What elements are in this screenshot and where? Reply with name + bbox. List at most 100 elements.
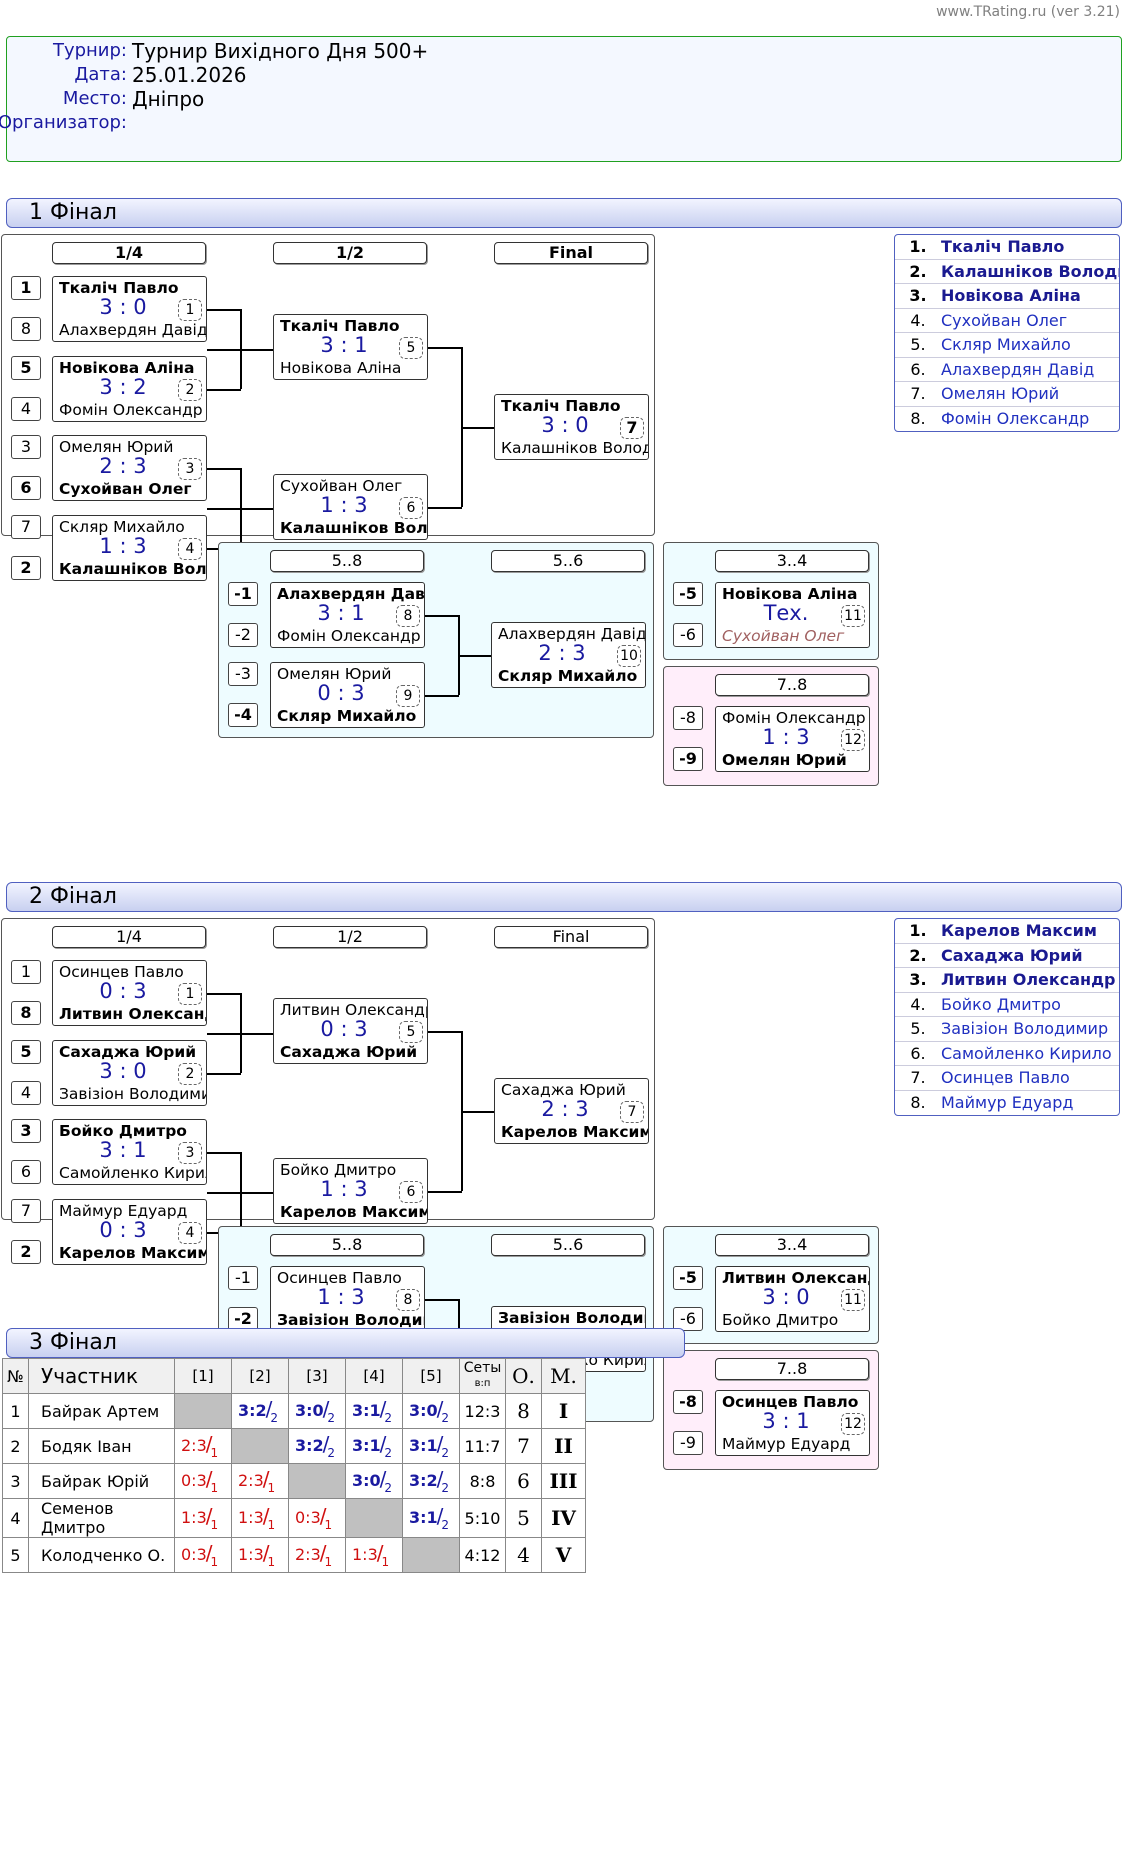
ranking-player-link[interactable]: Фомін Олександр <box>941 408 1090 428</box>
participant-name[interactable]: Байрак Юрій <box>28 1463 175 1499</box>
participant-name[interactable]: Колодченко О. <box>28 1537 175 1573</box>
participant-name[interactable]: Семенов Дмитро <box>28 1498 175 1538</box>
player-2[interactable]: Калашніков Володимир <box>59 560 207 578</box>
result-cell[interactable]: 0:3/1 <box>174 1463 232 1499</box>
player-1[interactable]: Литвин Олександр <box>280 1001 428 1019</box>
ranking-player-link[interactable]: Сахаджа Юрий <box>941 945 1083 965</box>
participant-name[interactable]: Байрак Артем <box>28 1393 175 1429</box>
ranking-player-link[interactable]: Самойленко Кирило <box>941 1043 1112 1063</box>
result-cell[interactable]: 1:3/1 <box>231 1537 289 1573</box>
player-2[interactable]: Карелов Максим <box>501 1123 649 1141</box>
player-2[interactable]: Маймур Едуард <box>722 1435 851 1453</box>
player-1[interactable]: Фомін Олександр <box>722 709 866 727</box>
result-cell[interactable]: 3:1/2 <box>402 1498 460 1538</box>
ranking-player-link[interactable]: Бойко Дмитро <box>941 994 1061 1014</box>
ranking-player-link[interactable]: Сухойван Олег <box>941 310 1068 330</box>
player-2[interactable]: Бойко Дмитро <box>722 1311 839 1329</box>
player-1[interactable]: Алахвердян Давід <box>277 585 425 603</box>
player-1[interactable]: Ткаліч Павло <box>501 397 621 415</box>
result-cell[interactable]: 3:0/2 <box>345 1463 403 1499</box>
result-cell[interactable]: 3:0/2 <box>288 1393 346 1429</box>
participant-name[interactable]: Бодяк Іван <box>28 1428 175 1464</box>
result-cell[interactable]: 3:1/2 <box>402 1428 460 1464</box>
result-cell[interactable]: 3:2/2 <box>402 1463 460 1499</box>
ranking-player-link[interactable]: Карелов Максим <box>941 921 1097 940</box>
player-2[interactable]: Карелов Максим <box>59 1244 207 1262</box>
player-2[interactable]: Сахаджа Юрий <box>280 1043 418 1061</box>
player-1[interactable]: Алахвердян Давід <box>498 625 646 643</box>
player-1[interactable]: Новікова Аліна <box>722 585 858 603</box>
player-1[interactable]: Сахаджа Юрий <box>59 1043 197 1061</box>
player-2[interactable]: Фомін Олександр <box>59 401 203 419</box>
player-2[interactable]: Завізіон Володимир <box>277 1311 424 1329</box>
player-2[interactable]: Скляр Михайло <box>277 707 417 725</box>
player-2[interactable]: Карелов Максим <box>280 1203 428 1221</box>
result-cell[interactable]: 2:3/1 <box>174 1428 232 1464</box>
player-1[interactable]: Скляр Михайло <box>59 518 185 536</box>
player-1[interactable]: Маймур Едуард <box>59 1202 188 1220</box>
result-cell[interactable]: 0:3/1 <box>288 1498 346 1538</box>
result-cell[interactable]: 3:1/2 <box>345 1393 403 1429</box>
player-1[interactable]: Сахаджа Юрий <box>501 1081 626 1099</box>
site-credit[interactable]: www.TRating.ru (ver 3.21) <box>936 4 1120 20</box>
player-1[interactable]: Омелян Юрий <box>277 665 392 683</box>
player-2[interactable]: Завізіон Володимир <box>59 1085 207 1103</box>
ranking-player-link[interactable]: Завізіон Володимир <box>941 1019 1109 1038</box>
player-2[interactable]: Новікова Аліна <box>280 359 402 377</box>
player-2[interactable]: Алахвердян Давід <box>59 321 207 339</box>
result-cell[interactable]: 2:3/1 <box>288 1537 346 1573</box>
player-1[interactable]: Омелян Юрий <box>59 438 174 456</box>
result-cell[interactable]: 2:3/1 <box>231 1463 289 1499</box>
player-1[interactable]: Осинцев Павло <box>277 1269 402 1287</box>
player-1[interactable]: Осинцев Павло <box>722 1393 859 1411</box>
ranking-player-link[interactable]: Омелян Юрий <box>941 384 1060 403</box>
result-cell[interactable]: 3:1/2 <box>345 1428 403 1464</box>
player-2[interactable]: Литвин Олександр <box>59 1005 206 1023</box>
player-1[interactable]: Бойко Дмитро <box>59 1122 187 1140</box>
player-2[interactable]: Сухойван Олег <box>59 480 192 498</box>
player-1[interactable]: Сухойван Олег <box>280 477 403 495</box>
player-2[interactable]: Калашніков Володимир <box>280 519 428 537</box>
ranking-player-link[interactable]: Новікова Аліна <box>941 286 1081 305</box>
ranking-player-link[interactable]: Ткаліч Павло <box>941 237 1065 256</box>
ranking-player-link[interactable]: Алахвердян Давід <box>941 359 1095 379</box>
player-2[interactable]: Сухойван Олег <box>722 627 845 645</box>
ranking-player-link[interactable]: Литвин Олександр <box>941 970 1116 989</box>
player-1[interactable]: Осинцев Павло <box>59 963 184 981</box>
result-cell[interactable]: 1:3/1 <box>174 1498 232 1538</box>
player-2[interactable]: Скляр Михайло <box>498 667 638 685</box>
result-cell[interactable]: 3:0/2 <box>402 1393 460 1429</box>
player-2[interactable]: Самойленко Кирило <box>59 1164 206 1182</box>
ranking-player-link[interactable]: Осинцев Павло <box>941 1068 1070 1087</box>
player-2[interactable]: Фомін Олександр <box>277 627 421 645</box>
player-1[interactable]: Завізіон Володимир <box>498 1309 645 1327</box>
result-cell[interactable]: 3:2/2 <box>231 1393 289 1429</box>
result-cell[interactable]: 3:2/2 <box>288 1428 346 1464</box>
ranking-player-link[interactable]: Калашніков Володимир <box>941 261 1119 281</box>
ranking-player-link[interactable]: Скляр Михайло <box>941 335 1071 354</box>
player-1[interactable]: Литвин Олександр <box>722 1269 869 1287</box>
result-cell[interactable]: 1:3/1 <box>231 1498 289 1538</box>
